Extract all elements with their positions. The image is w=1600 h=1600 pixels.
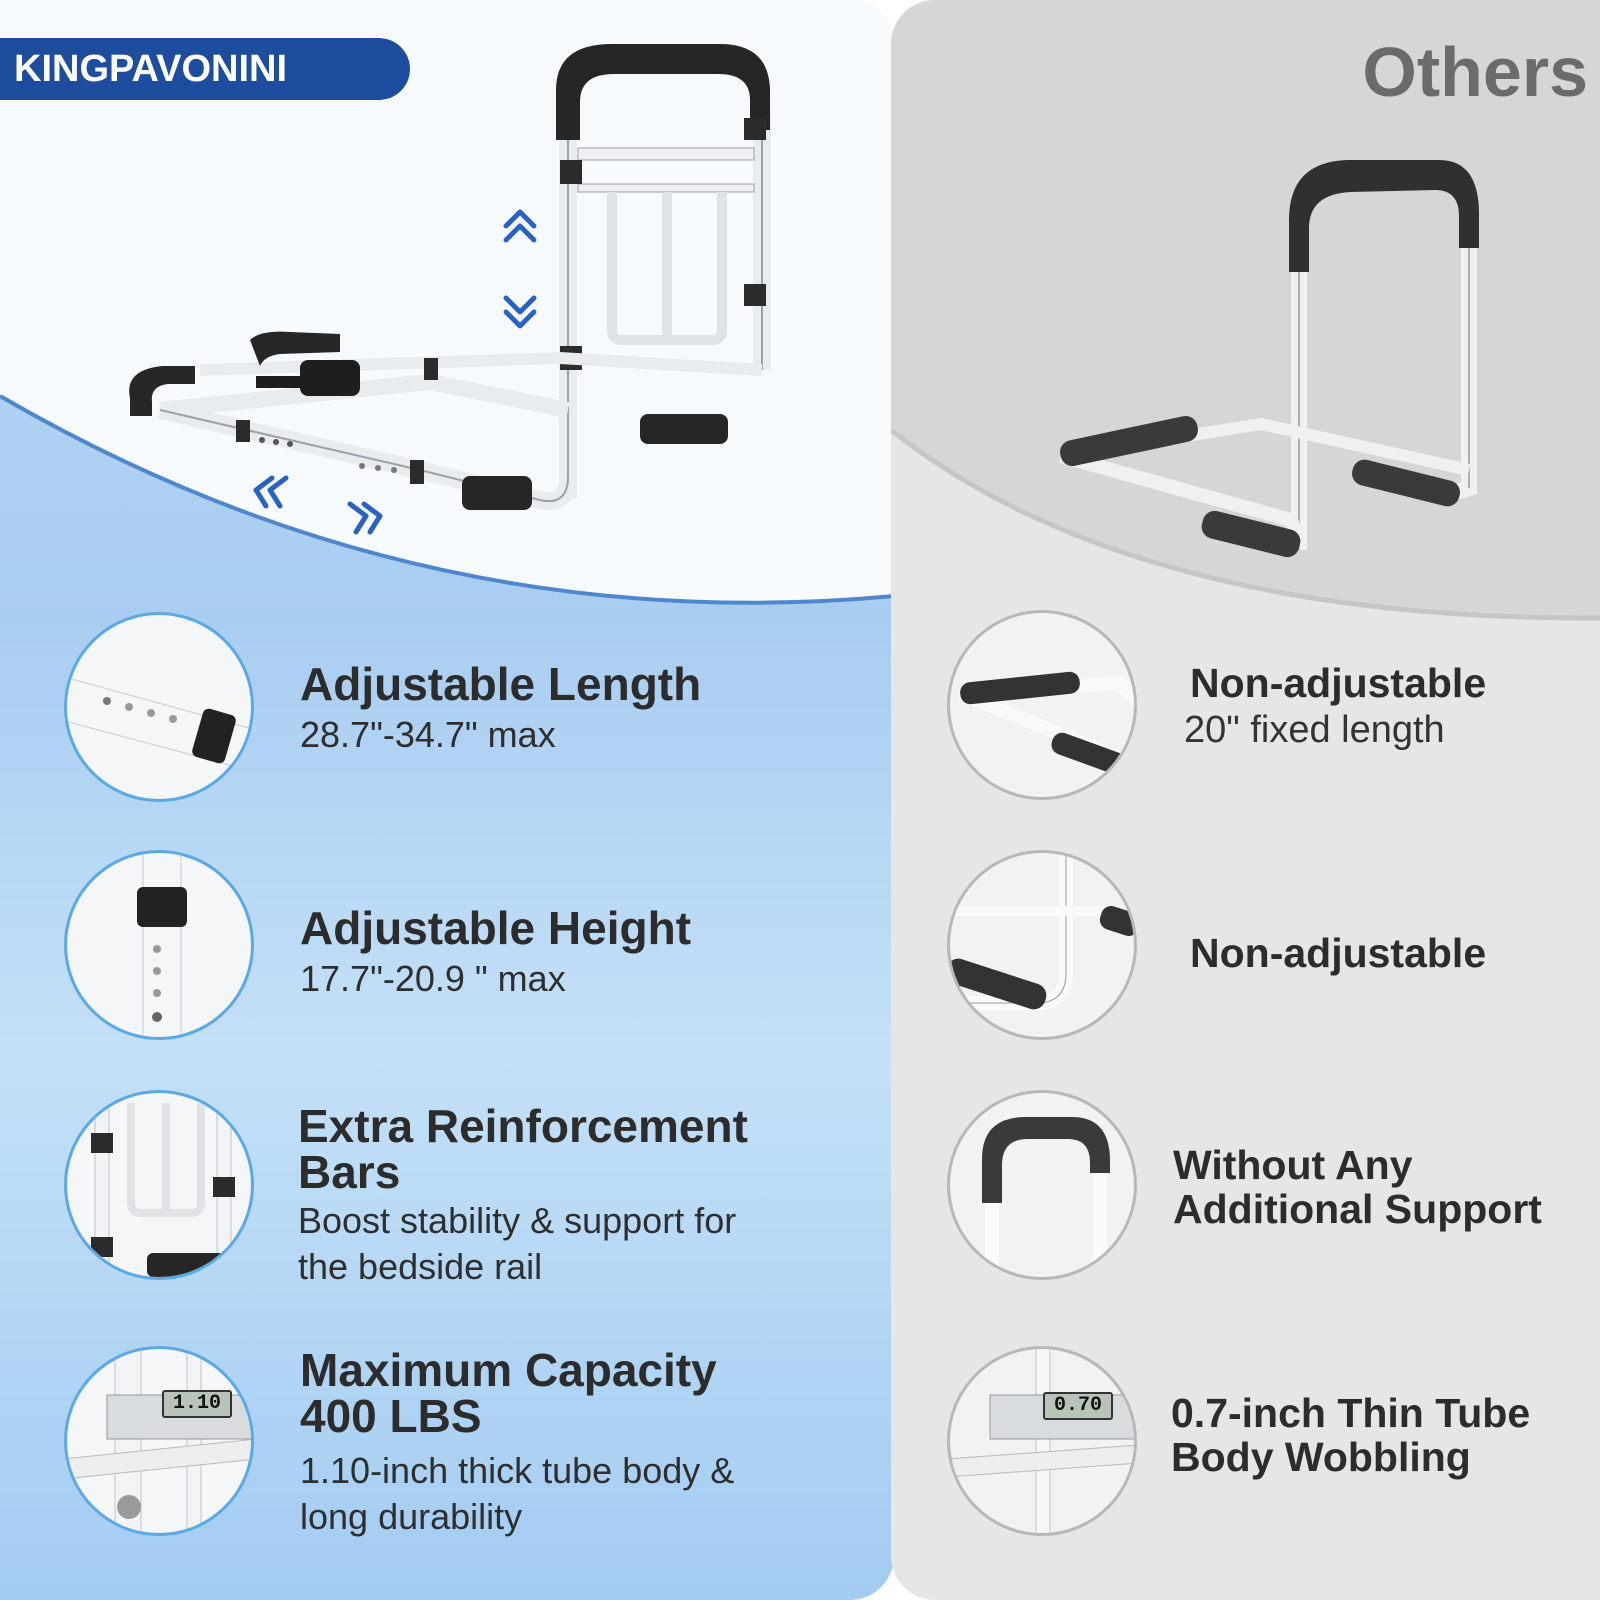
feature-description: Boost stability & support for bbox=[298, 1200, 737, 1241]
others-panel: Others Non-adjustable 20" fixed length N… bbox=[891, 0, 1600, 1600]
other-title: Without Any bbox=[1173, 1142, 1413, 1188]
adjustable-height-thumbnail bbox=[64, 850, 254, 1040]
adjust-arrows-icon bbox=[253, 209, 537, 535]
other-title-line2: Additional Support bbox=[1173, 1186, 1542, 1232]
feature-title: Extra Reinforcement bbox=[298, 1100, 748, 1152]
bed-rail-image bbox=[129, 44, 771, 510]
fixed-height-thumbnail bbox=[947, 850, 1137, 1040]
hero-background bbox=[0, 0, 894, 605]
other-title: Non-adjustable bbox=[1190, 930, 1487, 976]
feature-title-line2: Bars bbox=[298, 1146, 401, 1198]
feature-title-line2: 400 LBS bbox=[300, 1390, 482, 1442]
brand-logo: KINGPAVONINI bbox=[0, 38, 410, 100]
no-support-thumbnail bbox=[947, 1090, 1137, 1280]
other-title: Non-adjustable bbox=[1190, 660, 1487, 706]
competitor-rail-image bbox=[1059, 160, 1479, 558]
tube-thickness-thumbnail bbox=[64, 1346, 254, 1536]
feature-description-line2: long durability bbox=[300, 1496, 523, 1537]
feature-title: Adjustable Length bbox=[300, 658, 702, 710]
adjustable-length-thumbnail bbox=[64, 612, 254, 802]
feature-description: 28.7"-34.7" max bbox=[300, 714, 556, 755]
fixed-length-thumbnail bbox=[947, 610, 1137, 800]
feature-title: Adjustable Height bbox=[300, 902, 692, 954]
feature-title: Maximum Capacity bbox=[300, 1344, 717, 1396]
caliper-readout: 0.70 bbox=[1043, 1392, 1113, 1420]
others-hero-background bbox=[891, 0, 1600, 621]
feature-description: 1.10-inch thick tube body & bbox=[300, 1450, 735, 1491]
kingpavonini-panel: KINGPAVONINI Adjustable Length 28.7"-34.… bbox=[0, 0, 894, 1600]
thin-tube-thumbnail bbox=[947, 1346, 1137, 1536]
product-hero: KINGPAVONINI bbox=[0, 0, 894, 620]
other-description: 20" fixed length bbox=[1184, 709, 1445, 751]
reinforcement-bars-thumbnail bbox=[64, 1090, 254, 1280]
feature-description-line2: the bedside rail bbox=[298, 1246, 543, 1287]
feature-description: 17.7"-20.9 " max bbox=[300, 958, 566, 999]
others-title: Others bbox=[1362, 33, 1588, 111]
other-title-line2: Body Wobbling bbox=[1171, 1434, 1471, 1480]
caliper-readout: 1.10 bbox=[162, 1390, 232, 1418]
other-title: 0.7-inch Thin Tube bbox=[1171, 1390, 1531, 1436]
